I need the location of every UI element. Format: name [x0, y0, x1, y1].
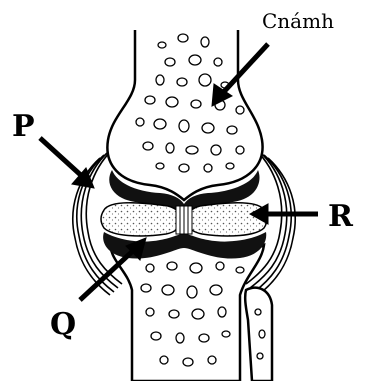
label-r: R — [328, 199, 354, 234]
label-p: P — [12, 109, 35, 144]
synovial-cavity — [101, 203, 267, 236]
upper-bone — [107, 30, 262, 200]
arrow-p — [40, 138, 84, 178]
label-bone: Cnámh — [262, 9, 334, 33]
label-q: Q — [50, 307, 76, 342]
